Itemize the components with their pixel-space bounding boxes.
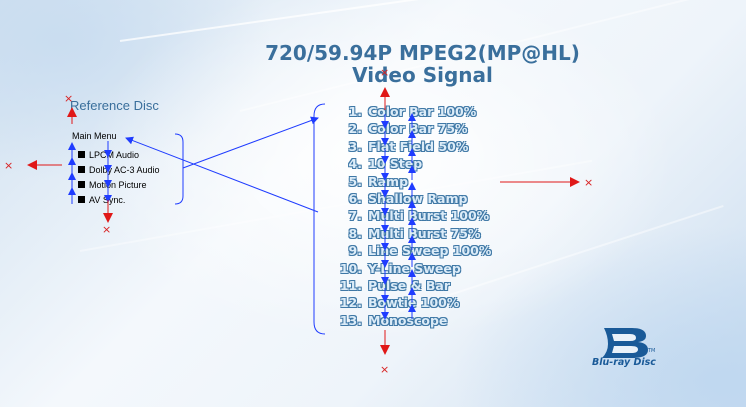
page-subtitle: Video Signal <box>352 63 493 87</box>
menu-item-color-bar-100[interactable]: 1.Color Bar 100% <box>348 104 477 119</box>
menu-item-lpcm-audio[interactable]: LPCM Audio <box>78 150 160 165</box>
invalid-x-icon: × <box>102 223 112 236</box>
menu-item-motion-picture[interactable]: Motion Picture <box>78 180 160 195</box>
blu-ray-disc-logo-icon <box>602 328 648 358</box>
bullet-square-icon <box>78 181 85 188</box>
bullet-square-icon <box>78 151 85 158</box>
menu-item-shallow-ramp[interactable]: 6.Shallow Ramp <box>348 190 468 206</box>
page-title: 720/59.94P MPEG2(MP@HL) <box>265 41 580 65</box>
menu-item-dolby-audio[interactable]: Dolby AC-3 Audio <box>78 165 160 180</box>
blu-ray-disc-logo-text: Blu-ray Disc <box>592 357 656 368</box>
invalid-x-icon: × <box>584 176 594 189</box>
menu-item-flat-field-50[interactable]: 3.Flat Field 50% <box>348 138 469 154</box>
menu-item-ramp[interactable]: 5.Ramp <box>348 173 409 189</box>
main-menu-button[interactable]: Main Menu <box>72 131 117 141</box>
reference-disc-title: Reference Disc <box>70 98 159 113</box>
trademark-symbol: TM <box>648 348 656 354</box>
menu-item-bowtie-100[interactable]: 12.Bowtie 100% <box>339 295 460 311</box>
menu-item-multi-burst-100[interactable]: 7.Multi Burst 100% <box>348 208 490 224</box>
connector-line <box>125 136 319 213</box>
left-bracket <box>174 133 184 205</box>
bullet-square-icon <box>78 166 85 173</box>
menu-item-line-sweep-100[interactable]: 9.Line Sweep 100% <box>348 243 492 259</box>
bullet-square-icon <box>78 196 85 203</box>
connector-line <box>182 116 319 169</box>
menu-item-multi-burst-75[interactable]: 8.Multi Burst 75% <box>348 225 481 241</box>
invalid-x-icon: × <box>380 363 390 376</box>
invalid-x-icon: × <box>380 66 390 79</box>
invalid-x-icon: × <box>64 92 74 105</box>
menu-item-color-bar-75[interactable]: 2.Color Bar 75% <box>348 121 468 137</box>
right-bracket <box>313 103 326 335</box>
video-signal-menu: 1.Color Bar 100% 2.Color Bar 75% 3.Flat … <box>330 104 492 330</box>
invalid-x-icon: × <box>4 159 14 172</box>
menu-item-y-line-sweep[interactable]: 10.Y-Line Sweep <box>339 260 461 276</box>
